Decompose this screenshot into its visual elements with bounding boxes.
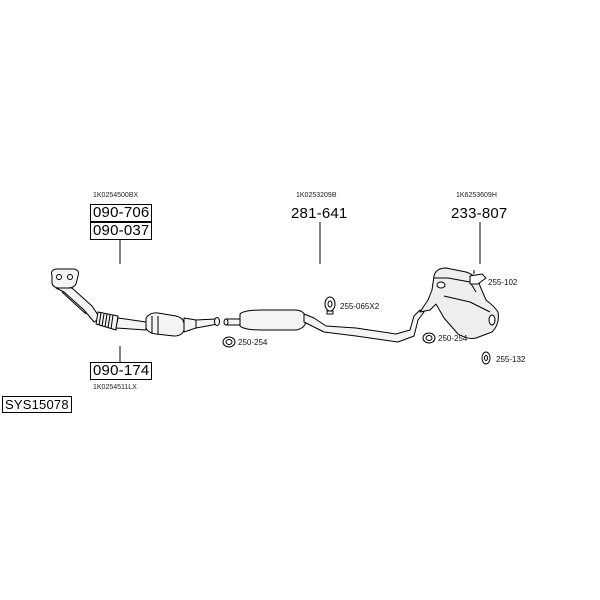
- middle-silencer-pipe: [223, 309, 425, 343]
- front-ref-bottom: 1K0254511LX: [93, 384, 137, 391]
- system-code: SYS15078: [2, 396, 72, 413]
- front-ref-top: 1K0254500BX: [93, 192, 139, 199]
- middle-ref: 1K0253209B: [296, 192, 337, 199]
- part-090-706[interactable]: 090-706: [90, 204, 153, 222]
- rear-ref: 1K6253609H: [456, 192, 497, 199]
- label-clamp-1[interactable]: 250-254: [238, 338, 268, 347]
- label-hanger-mid[interactable]: 255-065X2: [340, 302, 380, 311]
- bracket-icon: [469, 270, 487, 285]
- part-281-641[interactable]: 281-641: [291, 205, 348, 222]
- label-bracket[interactable]: 255-102: [488, 278, 518, 287]
- rubber-mount-icon: [481, 351, 491, 365]
- part-090-174[interactable]: 090-174: [90, 362, 153, 380]
- part-090-037[interactable]: 090-037: [90, 222, 153, 240]
- front-pipe-catalyst: [51, 268, 220, 337]
- clamp-icon-1: [222, 336, 236, 348]
- clamp-icon-2: [422, 332, 436, 344]
- label-rubber-mount[interactable]: 255-132: [496, 355, 526, 364]
- rear-silencer: [419, 267, 499, 339]
- hanger-icon-mid: [324, 296, 336, 315]
- label-clamp-2[interactable]: 250-254: [438, 334, 468, 343]
- part-233-807[interactable]: 233-807: [451, 205, 508, 222]
